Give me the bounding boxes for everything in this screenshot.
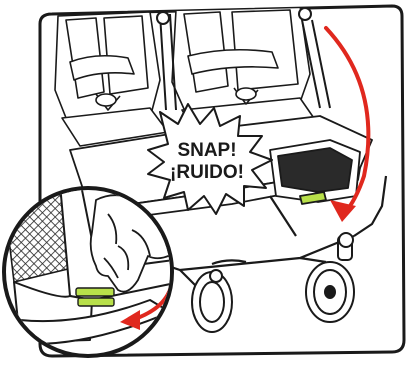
callout-line-1: SNAP!: [177, 140, 236, 161]
left-seat: [55, 12, 168, 146]
callout-line-2: ¡RUIDO!: [170, 162, 244, 183]
middle-wheel: [192, 270, 232, 332]
